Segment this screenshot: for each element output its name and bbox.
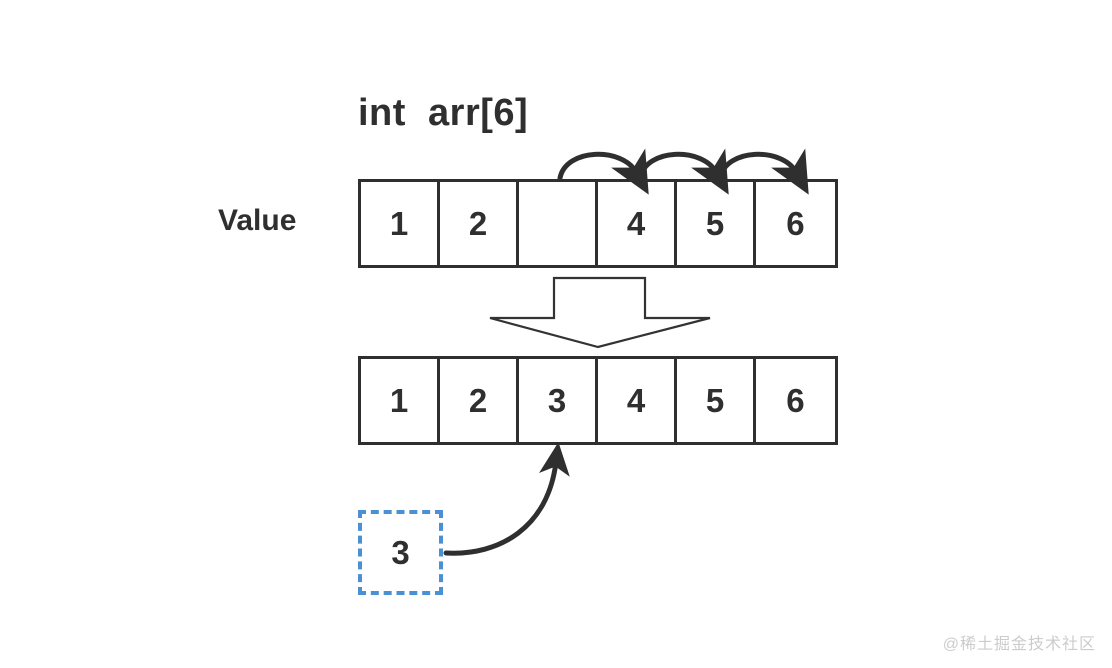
array-cell: 6 [756,359,835,442]
array-cell: 2 [440,182,519,265]
array-after-insert: 1 2 3 4 5 6 [358,356,838,445]
array-cell: 6 [756,182,835,265]
curved-shift-arrow-3 [717,148,809,195]
array-cell: 5 [677,359,756,442]
array-cell: 1 [361,359,440,442]
array-cell-inserted: 3 [519,359,598,442]
array-cell: 4 [598,359,677,442]
array-cell-empty [519,182,598,265]
curved-shift-arrow-2 [637,148,729,195]
array-cell: 2 [440,359,519,442]
watermark: @稀土掘金技术社区 [942,636,1096,653]
array-cell: 5 [677,182,756,265]
array-cell: 1 [361,182,440,265]
large-down-arrow [489,276,711,349]
curved-insert-arrow [443,442,570,556]
array-cell: 4 [598,182,677,265]
array-before-insert: 1 2 4 5 6 [358,179,838,268]
inserted-value-box: 3 [358,510,443,595]
curved-shift-arrow-1 [557,148,649,195]
value-row-label: Value [218,204,297,237]
page-title: int arr[6] [358,92,529,134]
